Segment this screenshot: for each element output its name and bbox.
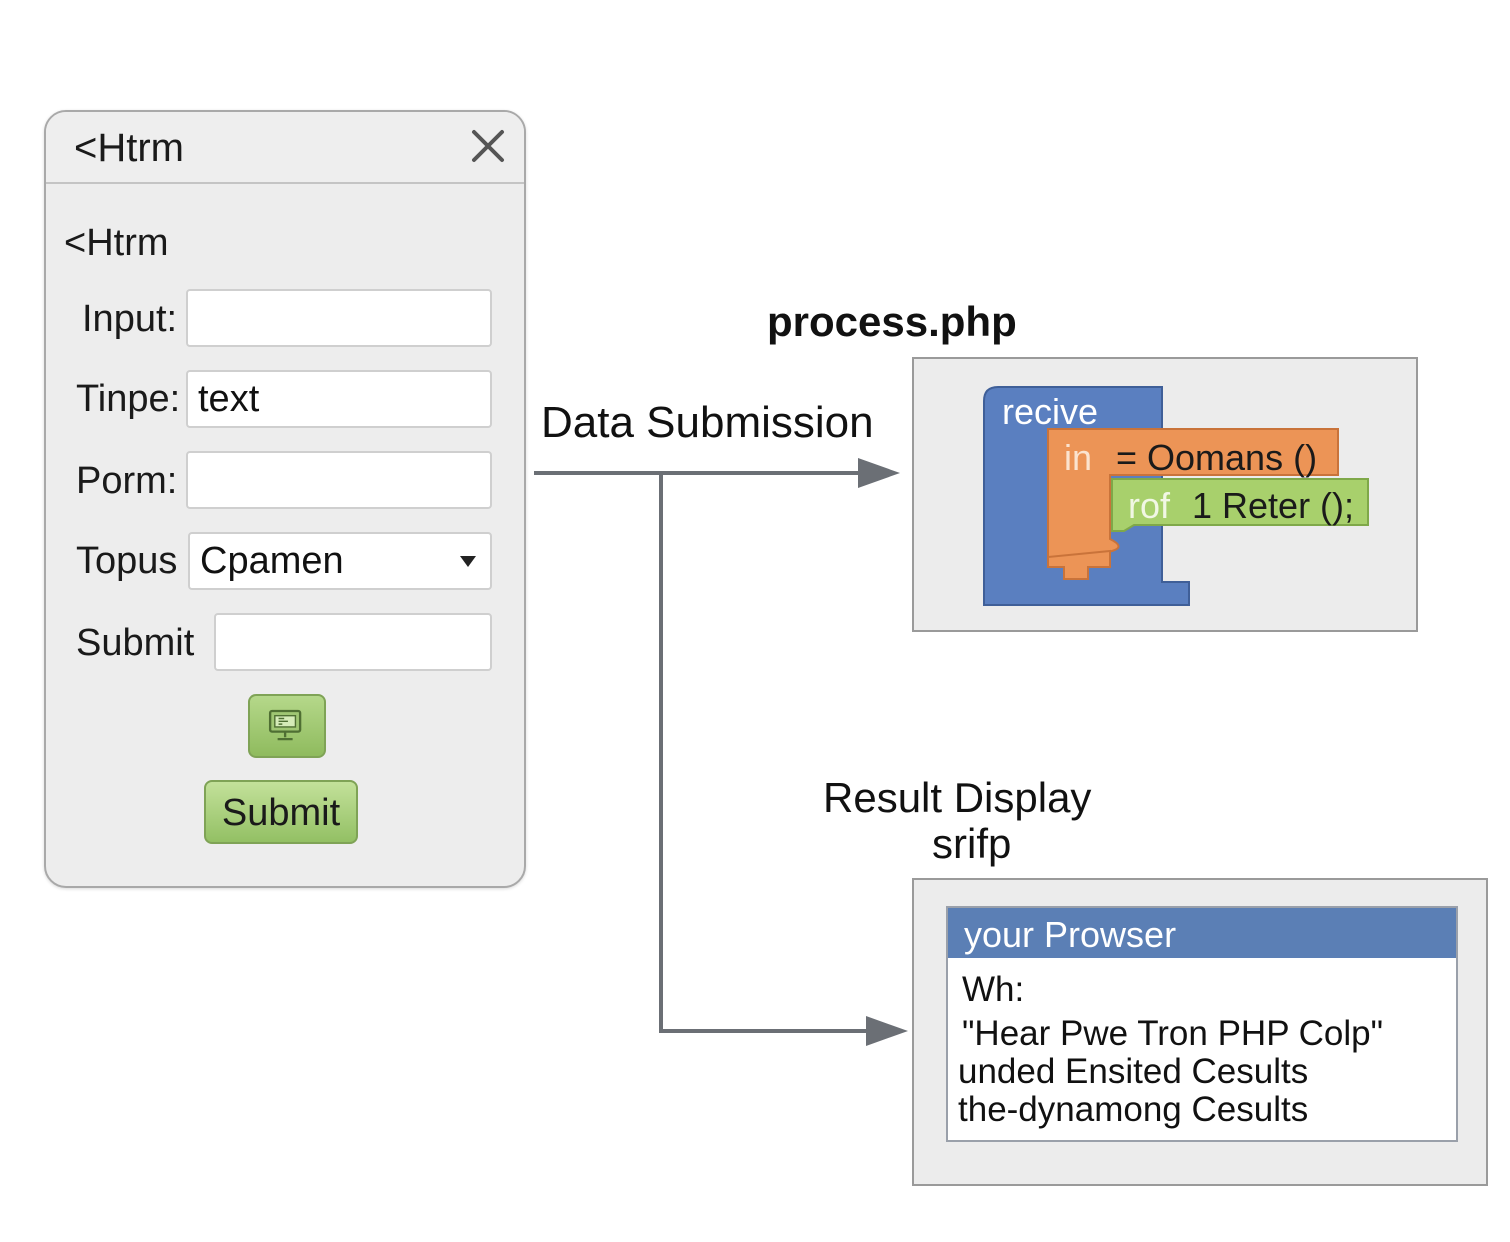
browser-window: your Prowser Wh: "Hear Pwe Tron PHP Colp… bbox=[946, 906, 1458, 1142]
block-rof-text: rof bbox=[1128, 485, 1171, 526]
form-subheading: <Htrm bbox=[64, 222, 169, 264]
browser-line: unded Ensited Cesults bbox=[958, 1052, 1309, 1091]
result-display-label: Result Display bbox=[823, 774, 1092, 821]
block-recive-text: recive bbox=[1002, 391, 1099, 432]
type-label: Tinpe: bbox=[76, 378, 181, 420]
monitor-icon bbox=[268, 709, 302, 741]
input-field[interactable] bbox=[186, 289, 492, 347]
topus-label: Topus bbox=[76, 540, 178, 582]
topus-select[interactable]: Cpamen bbox=[188, 532, 492, 590]
porm-label: Porm: bbox=[76, 460, 178, 502]
result-display-arrow bbox=[659, 473, 908, 1046]
type-field[interactable]: text bbox=[186, 370, 492, 428]
form-window: <Htrm <Htrm Input: Tinpe: text Porm: Top… bbox=[44, 110, 526, 888]
browser-line: the-dynamong Cesults bbox=[958, 1090, 1309, 1129]
input-label: Input: bbox=[82, 298, 178, 340]
code-blocks bbox=[983, 386, 1369, 606]
block-in-text: in bbox=[1064, 437, 1093, 478]
process-php-title: process.php bbox=[767, 298, 1017, 345]
block-oomans-text: = Oomans () bbox=[1116, 437, 1318, 478]
browser-titlebar: your Prowser bbox=[948, 908, 1456, 958]
browser-line: "Hear Pwe Tron PHP Colp" bbox=[962, 1014, 1384, 1053]
topus-select-value: Cpamen bbox=[200, 540, 344, 582]
green-code-block bbox=[1111, 478, 1369, 532]
browser-line: Wh: bbox=[962, 970, 1025, 1009]
submit-field-label: Submit bbox=[76, 622, 195, 664]
result-box: your Prowser Wh: "Hear Pwe Tron PHP Colp… bbox=[912, 878, 1488, 1186]
orange-code-block bbox=[1047, 428, 1339, 567]
window-title: <Htrm bbox=[74, 126, 184, 170]
computer-icon-button[interactable] bbox=[248, 694, 326, 758]
porm-field[interactable] bbox=[186, 451, 492, 509]
data-submission-label: Data Submission bbox=[541, 398, 874, 447]
data-submission-arrow bbox=[534, 458, 900, 488]
result-display-sublabel: srifp bbox=[932, 820, 1012, 867]
submit-field[interactable] bbox=[214, 613, 492, 671]
browser-title: your Prowser bbox=[964, 914, 1177, 955]
block-reter-text: 1 Reter (); bbox=[1192, 485, 1355, 526]
close-icon[interactable] bbox=[470, 128, 506, 164]
process-php-box: recive in = Oomans () rof 1 Reter (); bbox=[912, 357, 1418, 632]
chevron-down-icon bbox=[460, 556, 476, 567]
submit-button[interactable]: Submit bbox=[204, 780, 358, 844]
form-titlebar: <Htrm bbox=[46, 112, 524, 184]
